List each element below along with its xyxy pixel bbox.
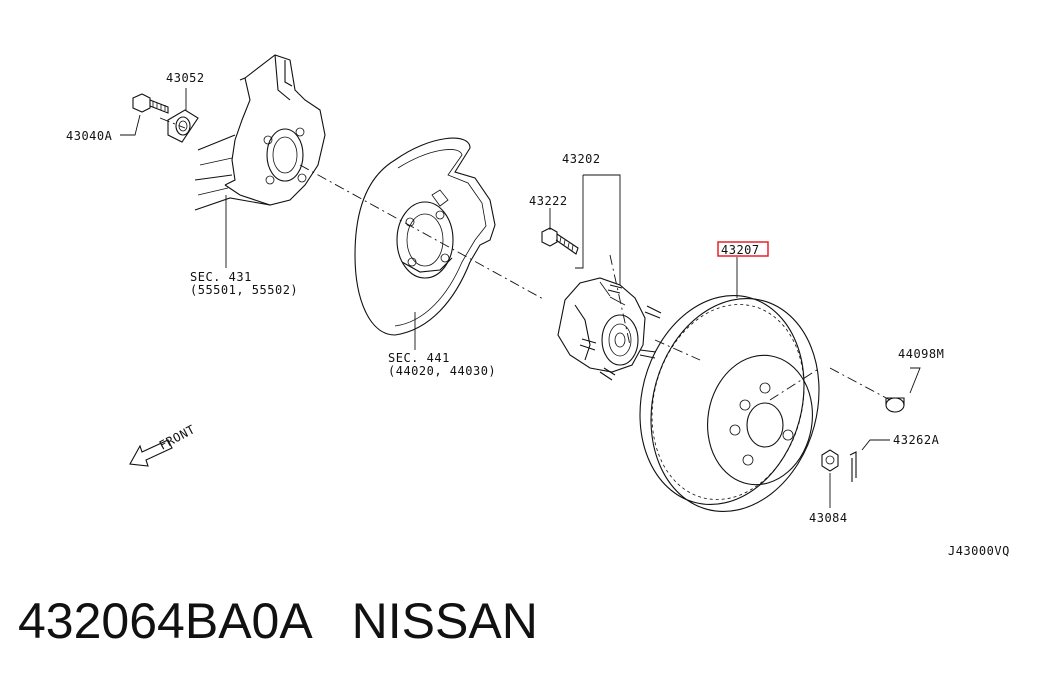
label-diagram-ref: J43000VQ	[948, 544, 1010, 558]
centre-axis	[159, 117, 891, 401]
parts-diagram: 43052 43040A SEC. 431 (55501, 55502) 432…	[66, 54, 1010, 558]
label-43202: 43202	[562, 152, 601, 166]
label-43222: 43222	[529, 194, 568, 208]
label-43262A: 43262A	[893, 433, 940, 447]
label-front: FRONT	[157, 422, 198, 452]
pin-43262A	[849, 451, 857, 482]
hub-assembly-43202	[557, 277, 662, 381]
nut-43084	[821, 449, 839, 472]
brand-name: NISSAN	[351, 593, 538, 649]
label-43084: 43084	[809, 511, 848, 525]
label-43040A: 43040A	[66, 129, 113, 143]
leader-lines	[120, 88, 921, 508]
seal-43052	[167, 109, 199, 143]
label-sec441: SEC. 441	[388, 351, 450, 365]
label-sec431: SEC. 431	[190, 270, 252, 284]
cap-44098M	[885, 397, 905, 413]
backing-plate-sec441	[354, 137, 496, 336]
label-43052: 43052	[166, 71, 205, 85]
label-sec441-parts: (44020, 44030)	[388, 364, 496, 378]
part-caption: 432064BA0A NISSAN	[18, 596, 538, 646]
highlight-box	[717, 241, 769, 257]
label-43207: 43207	[721, 243, 760, 257]
label-44098M: 44098M	[898, 347, 944, 361]
part-number: 432064BA0A	[18, 593, 310, 649]
front-arrow	[129, 439, 173, 467]
knuckle-sec431	[194, 54, 326, 211]
label-sec431-parts: (55501, 55502)	[190, 283, 298, 297]
bolt-43222	[541, 227, 579, 255]
disc-rotor-43207	[639, 294, 820, 513]
bolt-43040A	[132, 93, 169, 114]
